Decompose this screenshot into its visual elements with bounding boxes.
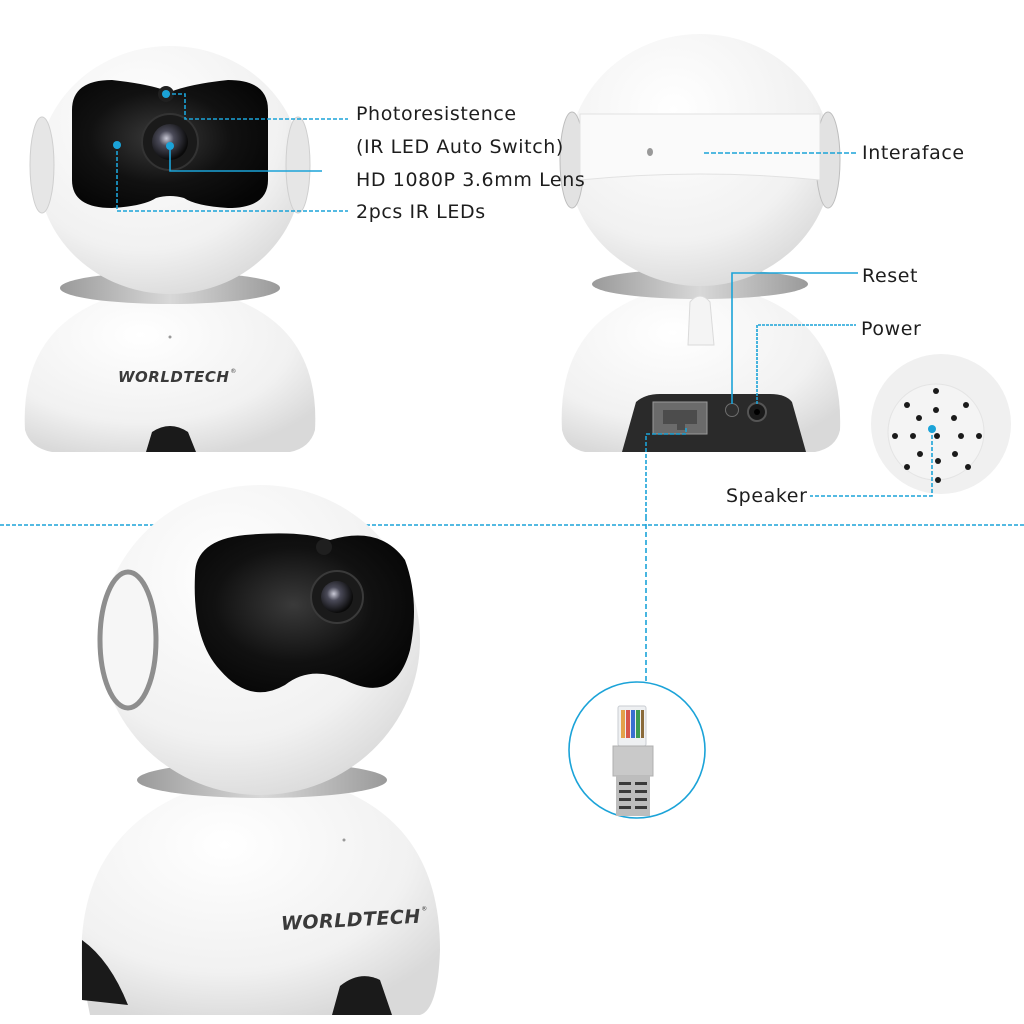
rear-interface-band [579,113,821,181]
speaker-holes [892,388,982,483]
back-camera [559,34,841,452]
rj45-connector-detail [568,681,706,819]
label-power: Power [861,318,922,340]
front-camera [24,46,316,452]
angled-face-mask [194,533,414,693]
label-photoresistence: Photoresistence [356,103,517,125]
registered-mark: ® [421,905,428,913]
front-base-notch [146,426,196,452]
brand-logo-front: WORLDTECH® [118,368,237,386]
antenna-icon [687,295,715,346]
label-ir-leds: 2pcs IR LEDs [356,201,486,223]
angled-base-notch [332,976,392,1015]
registered-mark: ® [230,368,237,375]
label-reset: Reset [862,265,919,287]
front-callout-lines [116,93,348,212]
angled-camera [81,485,440,1015]
label-hd-lens: HD 1080P 3.6mm Lens [356,169,586,191]
speaker-detail [810,354,1011,497]
brand-logo-text: WORLDTECH [118,368,230,386]
label-speaker: Speaker [726,485,808,507]
rear-port-panel [622,394,806,452]
back-callout-lines [645,152,858,684]
label-interface: Interaface [862,142,965,164]
label-ir-led-auto-switch: (IR LED Auto Switch) [356,136,564,158]
lens-dot [166,142,174,150]
photoresistor-dot [162,90,170,98]
angled-lens-icon [321,581,353,613]
reset-button-icon [725,403,739,417]
ir-led-dot [113,141,121,149]
